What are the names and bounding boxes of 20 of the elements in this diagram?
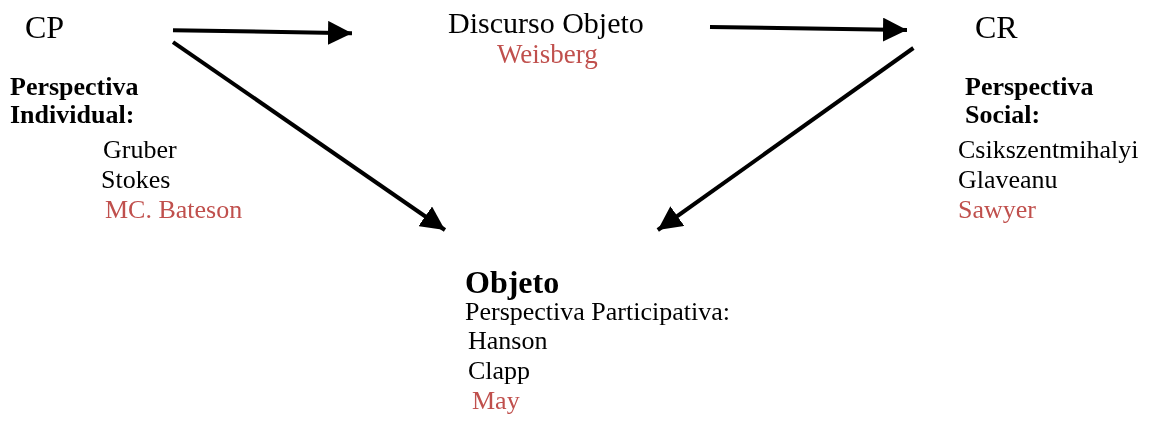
author-name: Sawyer <box>958 195 1036 225</box>
node-text: May <box>471 386 521 416</box>
author-name: Gruber <box>103 135 177 165</box>
author-name: Glaveanu <box>958 165 1058 195</box>
node-title: CR <box>975 10 1019 44</box>
node-text: Weisberg <box>496 40 599 68</box>
node-text: Hanson <box>467 326 549 356</box>
arrow <box>656 46 915 232</box>
arrow <box>172 20 353 45</box>
author-name: MC. Bateson <box>105 195 243 225</box>
node-title: Discurso Objeto <box>448 6 645 40</box>
node-title: CP <box>25 10 66 44</box>
author-name: Csikszentmihalyi <box>958 135 1139 165</box>
perspective-heading: Perspectiva Social: <box>965 73 1095 129</box>
perspective-heading: Perspectiva Individual: <box>10 73 140 129</box>
arrow <box>171 40 447 232</box>
author-name: Stokes <box>101 165 171 195</box>
node-text: Clapp <box>467 356 532 386</box>
node-title: Objeto <box>465 266 561 298</box>
arrow <box>709 17 908 42</box>
